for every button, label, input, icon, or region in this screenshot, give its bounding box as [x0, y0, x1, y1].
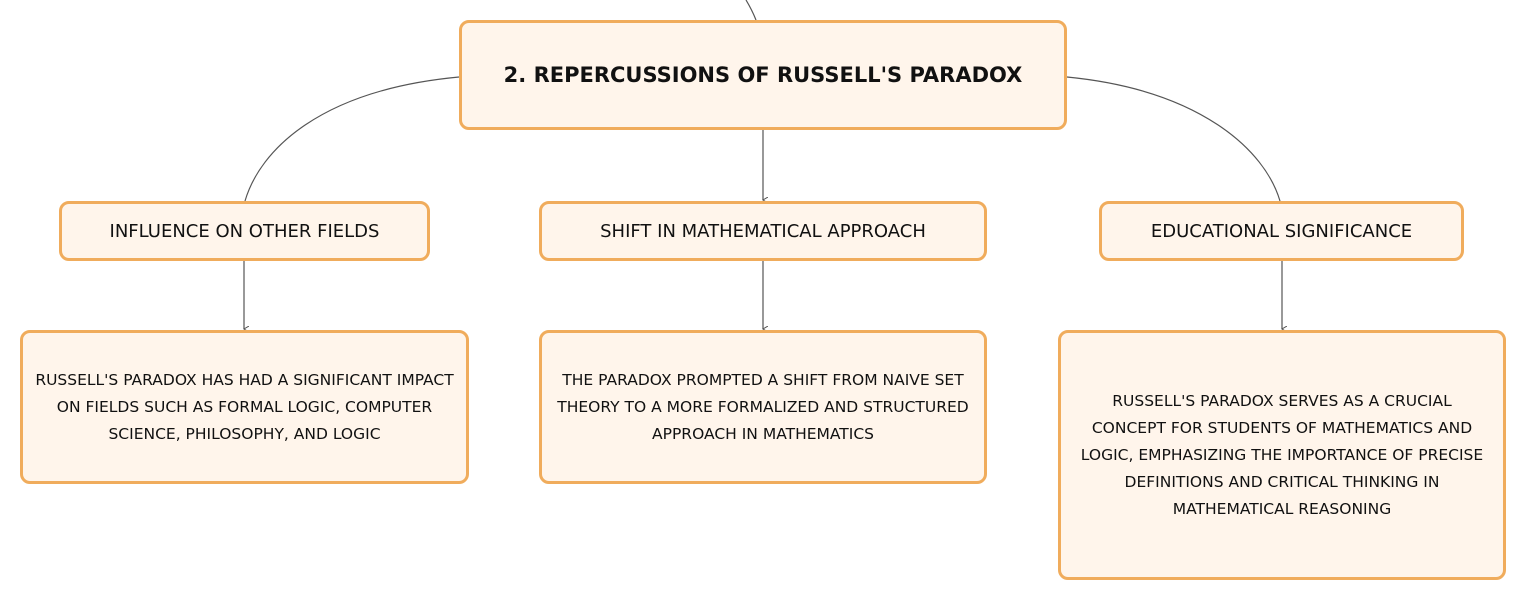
connector-root-to-influence [244, 76, 460, 202]
connector-parent-to-root [745, 0, 757, 21]
root-node[interactable]: 2. REPERCUSSIONS OF RUSSELL'S PARADOX [459, 20, 1067, 130]
detail-text: RUSSELL'S PARADOX SERVES AS A CRUCIAL CO… [1080, 391, 1484, 518]
detail-node-influence[interactable]: RUSSELL'S PARADOX HAS HAD A SIGNIFICANT … [20, 330, 469, 484]
branch-label: EDUCATIONAL SIGNIFICANCE [1150, 220, 1413, 242]
detail-node-educational[interactable]: RUSSELL'S PARADOX SERVES AS A CRUCIAL CO… [1058, 330, 1506, 580]
detail-text: THE PARADOX PROMPTED A SHIFT FROM NAIVE … [557, 370, 969, 443]
branch-node-influence[interactable]: INFLUENCE ON OTHER FIELDS [59, 201, 430, 261]
detail-text: RUSSELL'S PARADOX HAS HAD A SIGNIFICANT … [35, 370, 454, 443]
connector-root-to-educational [1066, 76, 1281, 202]
branch-label: SHIFT IN MATHEMATICAL APPROACH [600, 220, 926, 242]
branch-node-educational[interactable]: EDUCATIONAL SIGNIFICANCE [1099, 201, 1464, 261]
branch-label: INFLUENCE ON OTHER FIELDS [109, 220, 380, 242]
detail-node-shift[interactable]: THE PARADOX PROMPTED A SHIFT FROM NAIVE … [539, 330, 987, 484]
root-title: 2. REPERCUSSIONS OF RUSSELL'S PARADOX [503, 63, 1023, 87]
branch-node-shift[interactable]: SHIFT IN MATHEMATICAL APPROACH [539, 201, 987, 261]
